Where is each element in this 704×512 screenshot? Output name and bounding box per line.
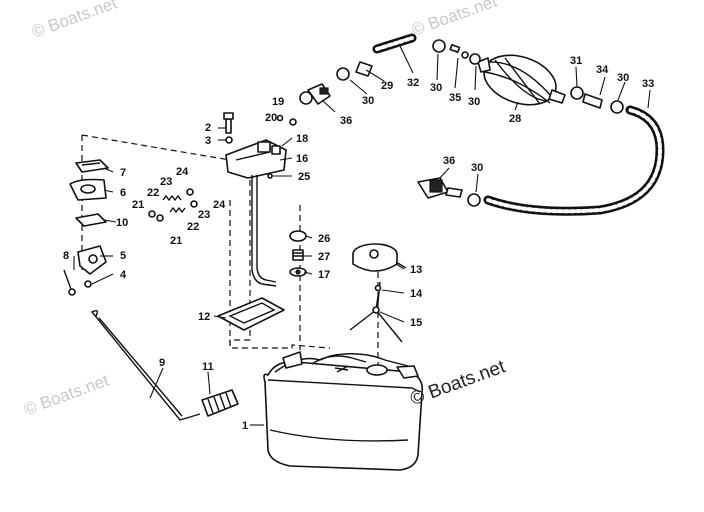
callout-34: 34 [596, 64, 609, 76]
callout-18: 18 [296, 133, 308, 145]
primer-bulb [477, 54, 566, 106]
callout-27: 27 [318, 251, 330, 263]
callout-30d: 30 [617, 72, 629, 84]
callout-4: 4 [120, 269, 127, 281]
callout-14: 14 [410, 288, 423, 300]
callout-21a: 21 [132, 199, 144, 211]
callout-9: 9 [159, 357, 165, 369]
callout-6: 6 [120, 187, 126, 199]
callout-28: 28 [509, 113, 521, 125]
filler-cap [349, 243, 407, 343]
callout-10: 10 [116, 217, 128, 229]
callout-24b: 24 [213, 199, 226, 211]
callout-35: 35 [449, 92, 461, 104]
callout-30e: 30 [471, 162, 483, 174]
callout-labels: 1 2 3 4 5 6 7 8 9 10 11 12 13 14 15 16 1… [63, 55, 654, 432]
pickup-tube-and-filter [90, 309, 239, 421]
callout-30b: 30 [430, 82, 442, 94]
callout-2: 2 [205, 122, 211, 134]
connector-36-right [417, 177, 481, 207]
callout-32: 32 [407, 77, 419, 89]
callout-36b: 36 [443, 155, 455, 167]
callout-33: 33 [642, 78, 654, 90]
callout-16: 16 [296, 153, 308, 165]
callout-26: 26 [318, 233, 330, 245]
fuel-line-hose-32 [372, 33, 417, 54]
hose-fittings-top [336, 39, 624, 114]
callout-22a: 22 [147, 187, 159, 199]
gauge-float-stack [289, 230, 307, 277]
callout-17: 17 [318, 269, 330, 281]
callout-30a: 30 [362, 95, 374, 107]
callout-22b: 22 [187, 221, 199, 233]
callout-31: 31 [570, 55, 582, 67]
fuel-pickup-assembly [223, 112, 287, 287]
connector-36-top [276, 83, 331, 126]
callout-29: 29 [381, 80, 393, 92]
callout-21b: 21 [170, 235, 182, 247]
springs-and-balls [148, 188, 198, 222]
callout-8: 8 [63, 250, 69, 262]
callout-leaders [73, 45, 651, 426]
callout-1: 1 [242, 420, 248, 432]
callout-15: 15 [410, 317, 422, 329]
gauge-parts-left [63, 159, 109, 296]
gasket [217, 297, 285, 331]
callout-5: 5 [120, 250, 126, 262]
callout-23b: 23 [198, 209, 210, 221]
callout-25: 25 [298, 171, 310, 183]
callout-12: 12 [198, 311, 210, 323]
callout-3: 3 [205, 135, 211, 147]
callout-30c: 30 [468, 96, 480, 108]
callout-23a: 23 [160, 176, 172, 188]
fuel-line-hose-33 [483, 105, 665, 216]
callout-36a: 36 [340, 115, 352, 127]
fuel-tank [263, 351, 424, 471]
callout-7: 7 [120, 167, 126, 179]
callout-19: 19 [272, 96, 284, 108]
callout-20: 20 [265, 112, 277, 124]
callout-11: 11 [202, 361, 214, 373]
callout-24a: 24 [176, 166, 189, 178]
callout-13: 13 [410, 264, 422, 276]
